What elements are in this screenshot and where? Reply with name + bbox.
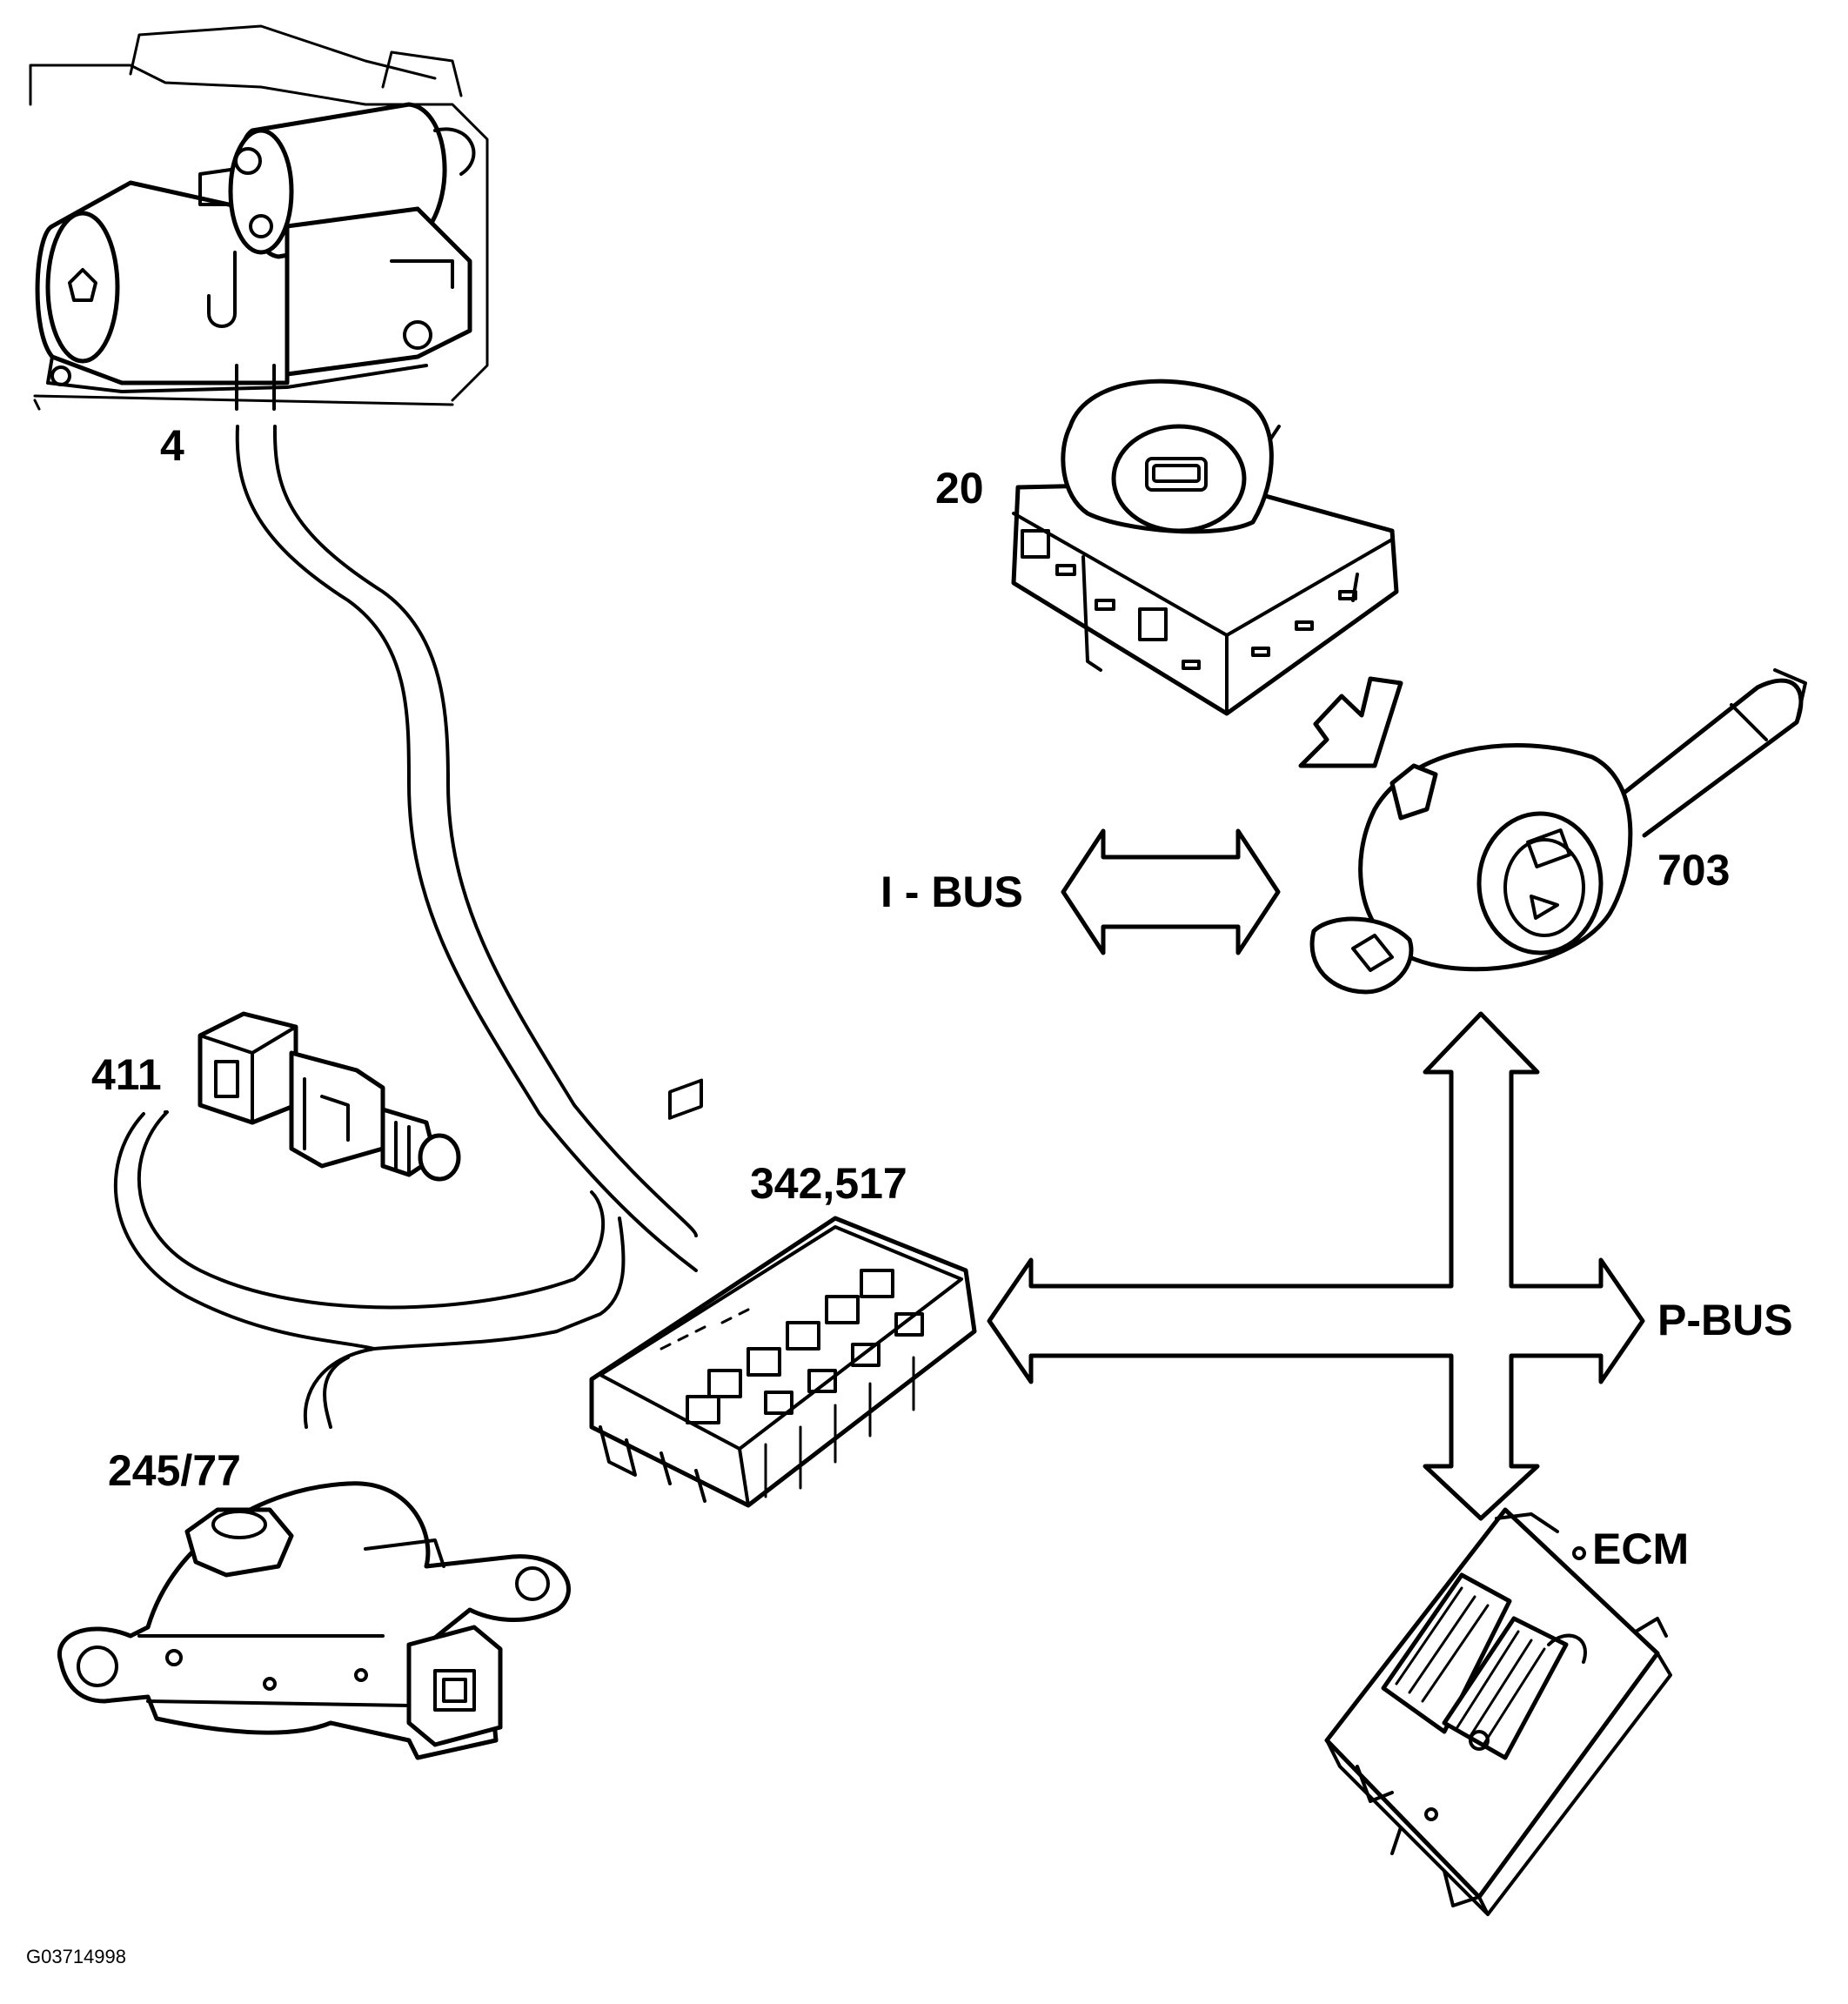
switch-cable bbox=[114, 1110, 626, 1429]
starter-cable bbox=[235, 364, 698, 1272]
gear-position-sensor-illustration bbox=[57, 1481, 571, 1760]
gear-position-sensor-label: 245/77 bbox=[108, 1446, 241, 1495]
ignition-to-703-arrow bbox=[1298, 676, 1403, 768]
i-bus-arrow bbox=[1061, 828, 1281, 955]
figure-code: G03714998 bbox=[26, 1946, 126, 1967]
central-electronic-module-illustration bbox=[589, 1078, 977, 1508]
central-electronic-module-label: 342,517 bbox=[750, 1159, 907, 1208]
ecm-label: ECM bbox=[1592, 1525, 1690, 1573]
brake-light-switch-label: 411 bbox=[91, 1050, 162, 1099]
i-bus-label: I - BUS bbox=[880, 868, 1023, 916]
p-bus-label: P-BUS bbox=[1657, 1296, 1793, 1344]
starter-motor-label: 4 bbox=[160, 421, 184, 470]
ignition-switch-illustration bbox=[1011, 379, 1399, 716]
ignition-switch-label: 20 bbox=[935, 464, 984, 513]
steering-wheel-module-label: 703 bbox=[1657, 846, 1731, 895]
starter-motor-illustration bbox=[29, 24, 489, 411]
brake-light-switch-illustration bbox=[198, 1011, 461, 1182]
ecm-illustration bbox=[1324, 1507, 1672, 1916]
steering-wheel-module-illustration bbox=[1309, 668, 1807, 995]
p-bus-cross-arrow bbox=[987, 1011, 1645, 1521]
p-bus-arrows bbox=[987, 1011, 1645, 1521]
